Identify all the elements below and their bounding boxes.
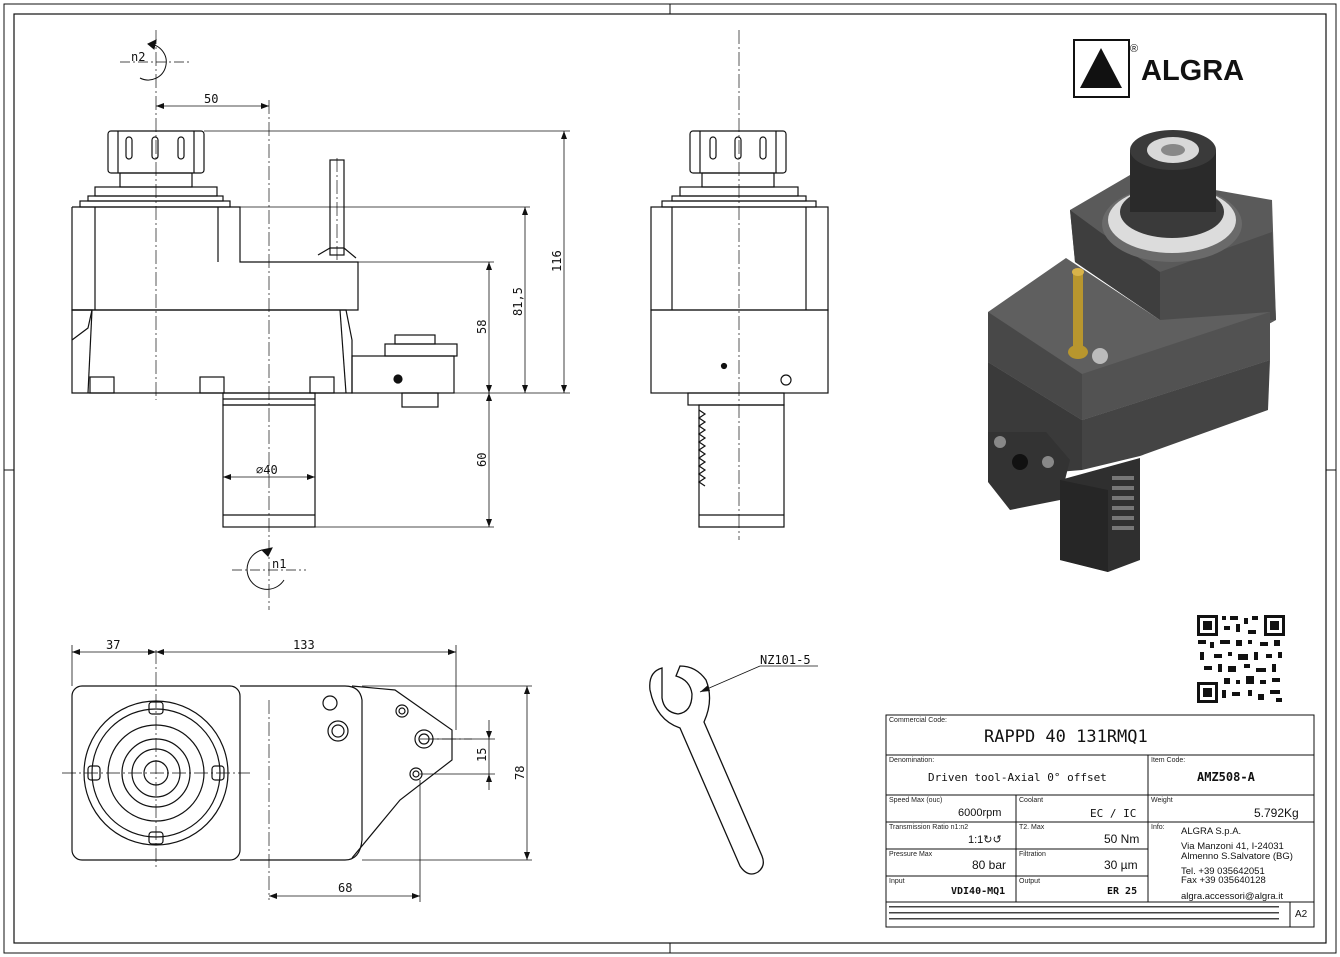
item-code: AMZ508-A (1197, 770, 1255, 784)
dim-dia40: ⌀40 (256, 463, 278, 477)
output-value: ER 25 (1107, 886, 1138, 897)
dim-58: 58 (475, 320, 489, 334)
torque-label: T2. Max (1019, 824, 1045, 831)
wrench-drawing (649, 665, 764, 875)
dim-68: 68 (338, 881, 352, 895)
algra-logo: ALGRA ® (1073, 39, 1244, 98)
svg-text:®: ® (1130, 43, 1138, 55)
rotation-n1-symbol (232, 547, 306, 590)
denomination: Driven tool-Axial 0° offset (928, 771, 1107, 784)
denomination-label: Denomination: (889, 757, 935, 764)
rotation-n2-symbol (120, 39, 192, 81)
pressure-value: 80 bar (972, 858, 1007, 872)
ratio-value: 1:1↻↺ (968, 834, 1002, 846)
dimension-arrows (156, 103, 567, 527)
front-centerlines (155, 30, 338, 610)
brand-name: ALGRA (1141, 55, 1244, 87)
dim-60: 60 (475, 453, 489, 467)
pressure-label: Pressure Max (889, 851, 933, 858)
dim-81-5: 81,5 (511, 287, 525, 316)
top-dimension-lines (71, 645, 532, 902)
item-code-label: Item Code: (1151, 757, 1186, 764)
filtration-value: 30 µm (1104, 858, 1138, 872)
address-line-2: Almenno S.Salvatore (BG) (1181, 851, 1293, 862)
dim-15: 15 (475, 748, 489, 762)
isometric-render (988, 130, 1276, 572)
wrench-label: NZ101-5 (760, 653, 811, 667)
email: algra.accessori@algra.it (1181, 891, 1284, 902)
speed-value: 6000rpm (958, 807, 1002, 819)
weight-value: 5.792Kg (1254, 806, 1299, 820)
commercial-code: RAPPD 40 131RMQ1 (984, 727, 1148, 747)
title-block-fine-print (889, 906, 1279, 920)
dim-37: 37 (106, 638, 120, 652)
dim-50: 50 (204, 92, 218, 106)
telephone: Tel. +39 035642051 (1181, 866, 1265, 877)
dim-116: 116 (550, 250, 564, 272)
title-block-grid (885, 714, 1315, 928)
weight-label: Weight (1151, 797, 1173, 804)
input-label: Input (889, 878, 905, 885)
fax: Fax +39 035640128 (1181, 875, 1266, 886)
front-dimension-lines (156, 105, 570, 528)
qr-code-icon (1196, 614, 1286, 704)
output-label: Output (1019, 878, 1041, 885)
dim-78: 78 (513, 766, 527, 780)
torque-value: 50 Nm (1104, 832, 1140, 846)
address-line-1: Via Manzoni 41, I-24031 (1181, 841, 1284, 852)
commercial-code-label: Commercial Code: (889, 717, 947, 724)
coolant-value: EC / IC (1090, 807, 1137, 820)
filtration-label: Filtration (1019, 851, 1046, 858)
speed-label: Speed Max (ouc) (889, 797, 943, 804)
sheet-size: A2 (1295, 909, 1308, 920)
coolant-label: Coolant (1019, 797, 1044, 804)
dim-133: 133 (293, 638, 315, 652)
rotation-label-n1: n1 (272, 557, 286, 571)
input-value: VDI40-MQ1 (951, 886, 1006, 897)
coolant-pin-icon (1073, 272, 1083, 352)
side-view (650, 130, 829, 528)
info-label: Info: (1151, 824, 1165, 831)
rotation-label-n2: n2 (131, 50, 145, 64)
top-centerlines (62, 650, 472, 900)
company-name: ALGRA S.p.A. (1181, 826, 1242, 837)
ratio-label: Transmission Ratio n1:n2 (889, 824, 969, 831)
